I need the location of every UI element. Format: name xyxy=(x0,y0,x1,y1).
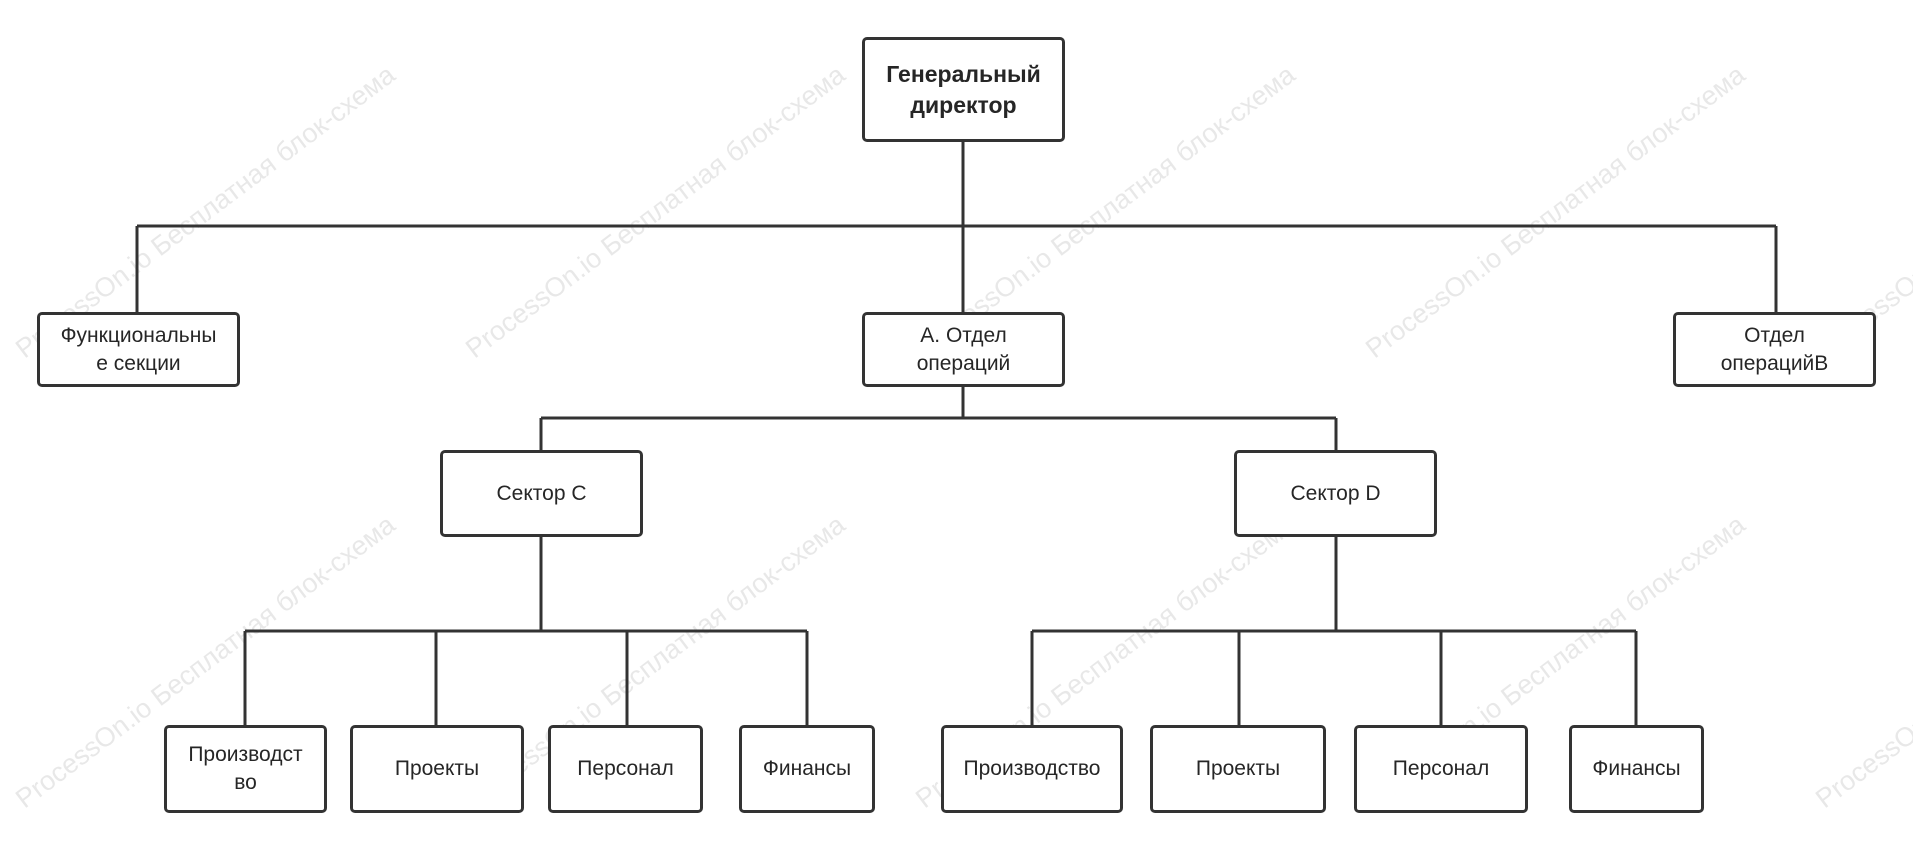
node-label: Проекты xyxy=(394,757,480,780)
node-d-projects[interactable]: Проекты xyxy=(1150,725,1326,813)
node-label: Финансы xyxy=(762,757,852,780)
node-functional-sections[interactable]: Функциональны е секции xyxy=(37,312,240,387)
node-c-projects[interactable]: Проекты xyxy=(350,725,524,813)
node-d-production[interactable]: Производство xyxy=(941,725,1123,813)
node-sector-d[interactable]: Сектор D xyxy=(1234,450,1437,537)
node-label: А. Отдел операций xyxy=(916,323,1011,375)
node-label: Генеральный директор xyxy=(886,60,1041,118)
node-label: Сектор C xyxy=(496,481,587,505)
node-c-finance[interactable]: Финансы xyxy=(739,725,875,813)
node-label: Сектор D xyxy=(1290,481,1381,505)
node-ceo[interactable]: Генеральный директор xyxy=(862,37,1065,142)
node-label: Проекты xyxy=(1195,757,1281,780)
node-d-personnel[interactable]: Персонал xyxy=(1354,725,1528,813)
node-label: Функциональны е секции xyxy=(60,323,217,375)
node-label: Производство xyxy=(963,757,1101,780)
node-label: Отдел операцийB xyxy=(1720,323,1829,375)
node-ops-b[interactable]: Отдел операцийB xyxy=(1673,312,1876,387)
node-sector-c[interactable]: Сектор C xyxy=(440,450,643,537)
node-label: Производст во xyxy=(188,743,303,794)
node-label: Финансы xyxy=(1592,757,1681,780)
node-label: Персонал xyxy=(1392,757,1490,780)
node-c-production[interactable]: Производст во xyxy=(164,725,327,813)
node-c-personnel[interactable]: Персонал xyxy=(548,725,703,813)
node-d-finance[interactable]: Финансы xyxy=(1569,725,1704,813)
node-ops-a[interactable]: А. Отдел операций xyxy=(862,312,1065,387)
node-label: Персонал xyxy=(577,757,674,780)
